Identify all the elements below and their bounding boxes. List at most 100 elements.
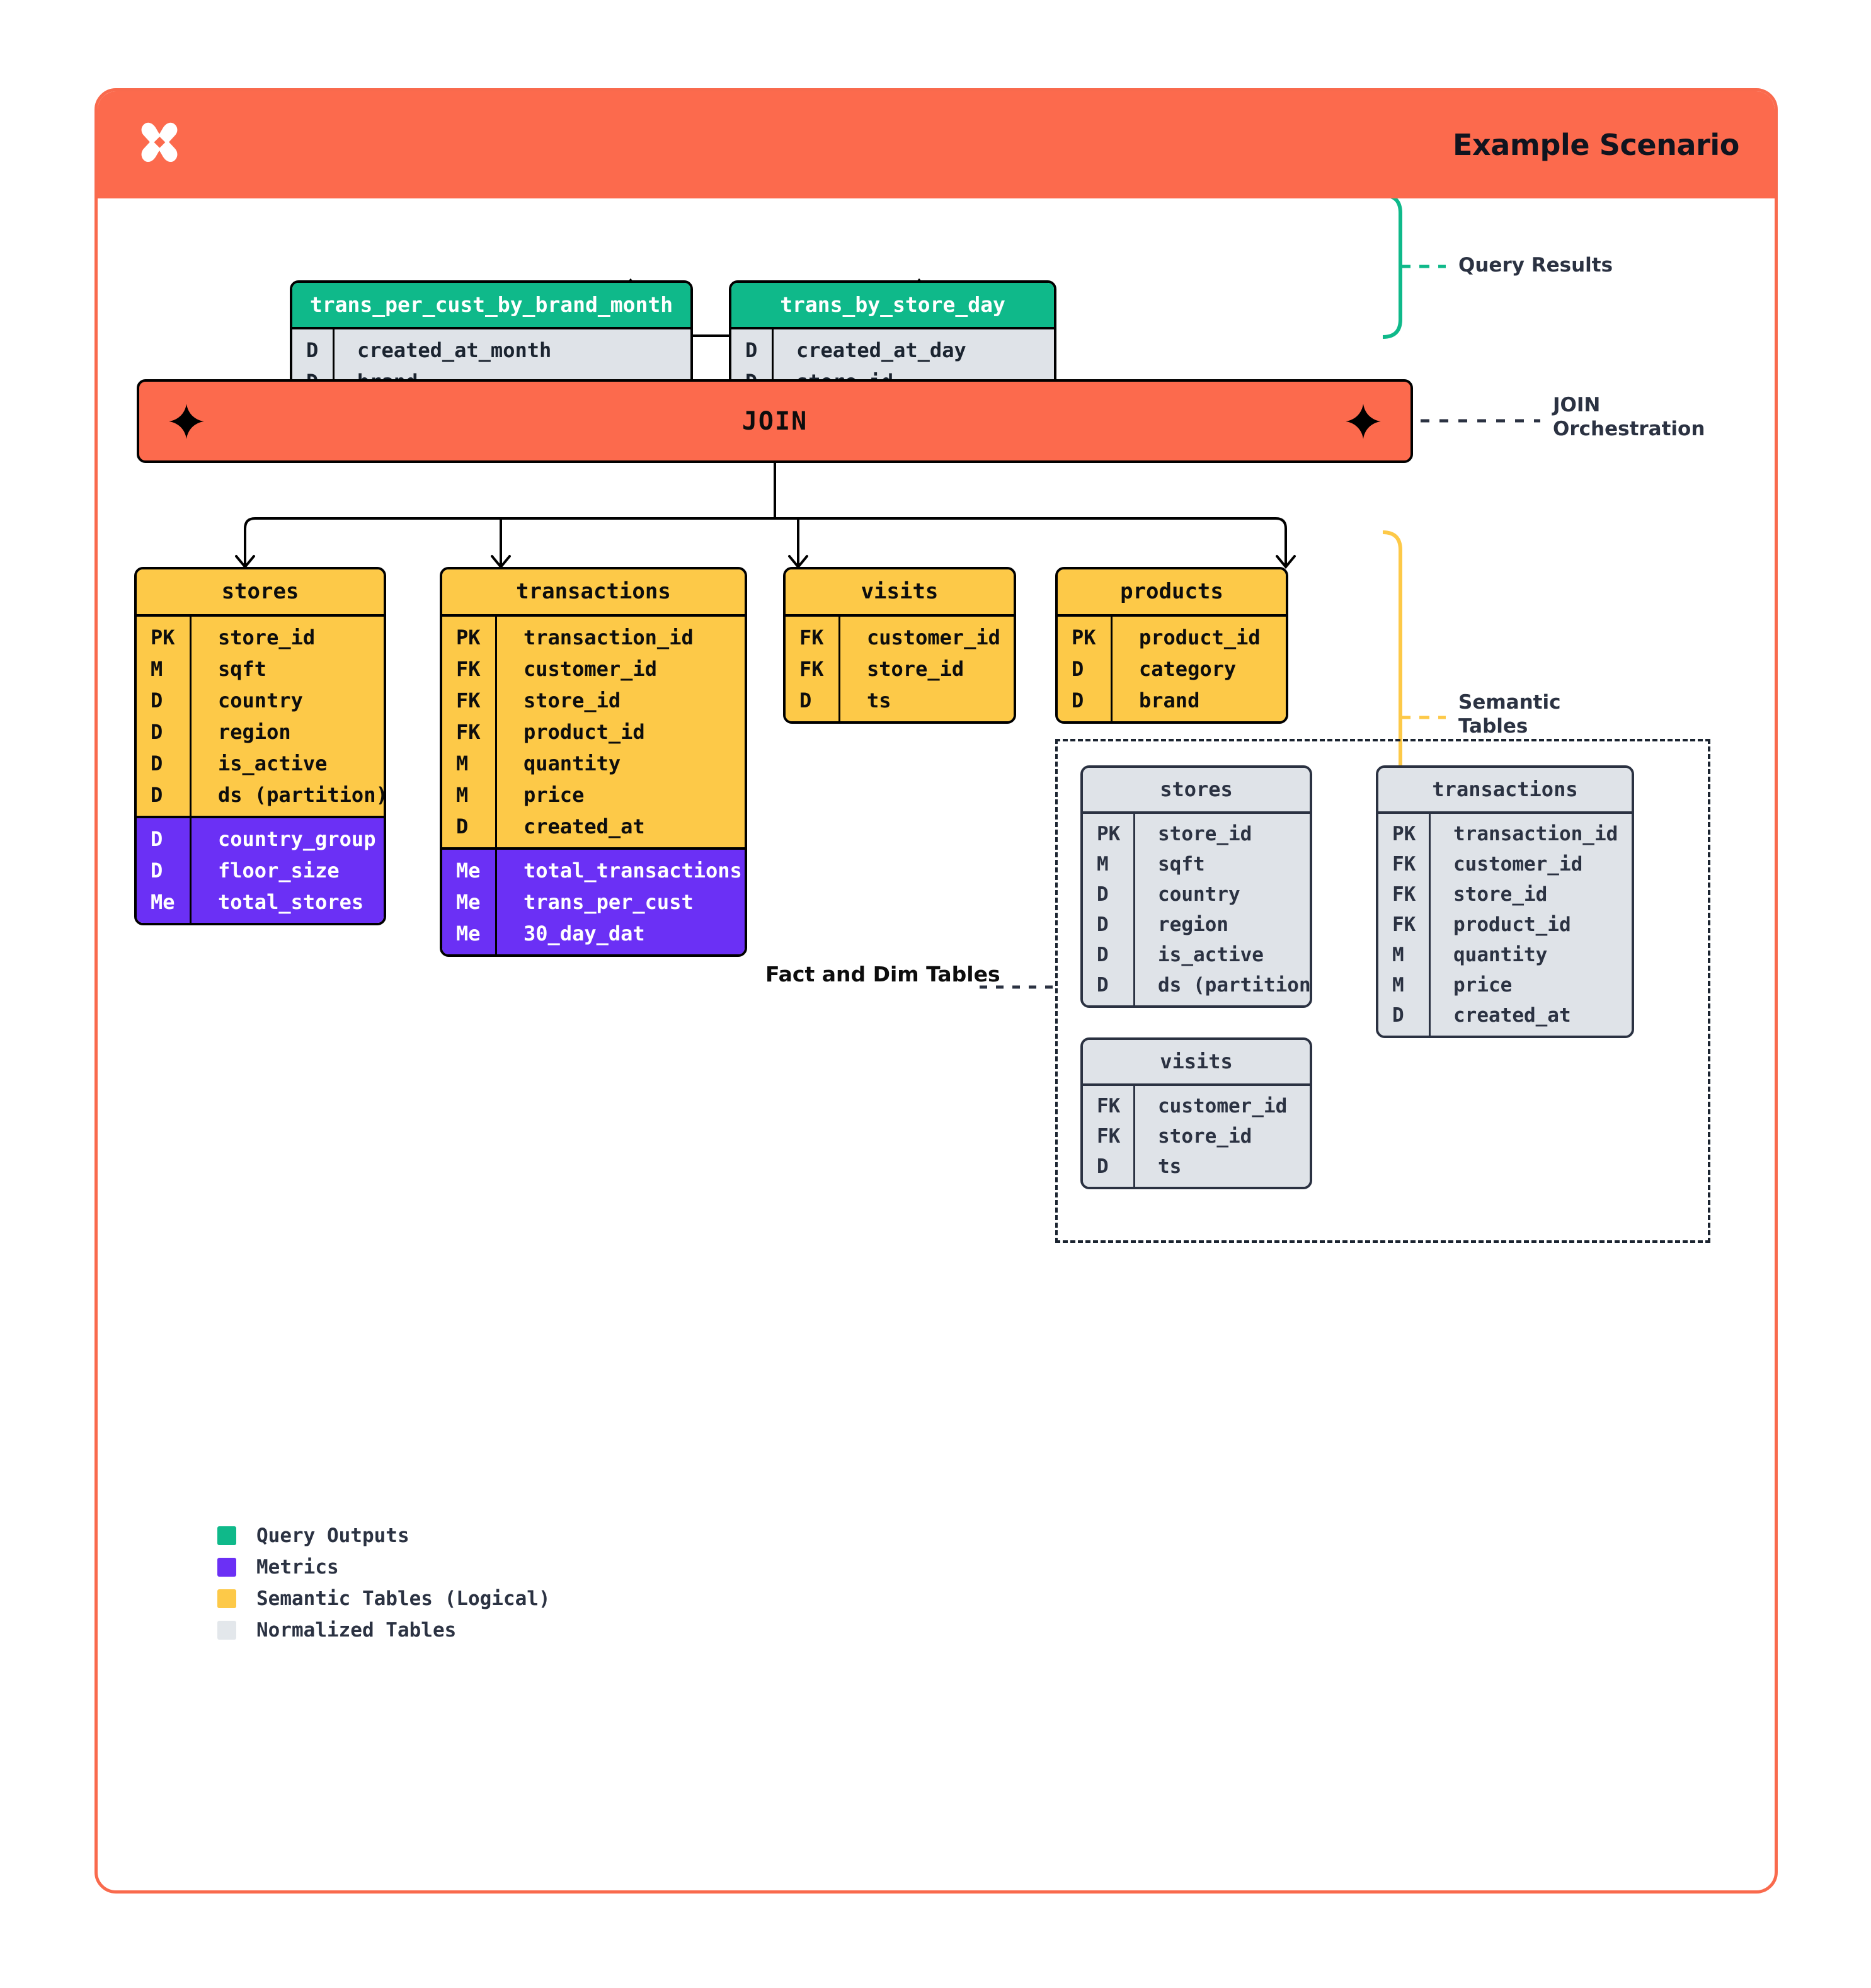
column-name: country bbox=[1158, 883, 1240, 906]
column-key: Me bbox=[442, 850, 497, 886]
column-name: product_id bbox=[1453, 913, 1571, 936]
annotation-join-orchestration-line2: Orchestration bbox=[1553, 417, 1705, 440]
column-name: country_group bbox=[218, 827, 376, 851]
column-name: quantity bbox=[1453, 944, 1548, 966]
diagram-card: Example Scenario bbox=[94, 88, 1778, 1894]
join-label: JOIN bbox=[741, 406, 808, 436]
column-name: 30_day_dat bbox=[524, 922, 645, 945]
annotation-fact-and-dim-tables: Fact and Dim Tables bbox=[765, 962, 1000, 986]
column-key: D bbox=[1083, 970, 1135, 1005]
column-key: D bbox=[786, 685, 840, 721]
column-key: FK bbox=[1378, 910, 1431, 940]
column-name: store_id bbox=[1158, 823, 1252, 845]
column-key: D bbox=[1083, 879, 1135, 910]
table-row: FK customer_id bbox=[1378, 849, 1632, 879]
column-name: customer_id bbox=[1453, 853, 1583, 876]
column-name: total_transactions bbox=[524, 859, 742, 883]
column-key: PK bbox=[137, 617, 192, 653]
column-name: customer_id bbox=[1158, 1095, 1288, 1117]
column-name: store_id bbox=[867, 657, 964, 681]
column-name: created_at_day bbox=[796, 338, 966, 362]
table-row: FK product_id bbox=[1378, 910, 1632, 940]
column-name: region bbox=[1158, 913, 1228, 936]
column-key: D bbox=[137, 855, 192, 886]
sparkle-icon bbox=[168, 403, 205, 440]
annotation-join-orchestration: JOIN Orchestration bbox=[1553, 394, 1705, 442]
column-key: D bbox=[1083, 1151, 1135, 1187]
column-key: FK bbox=[786, 617, 840, 653]
column-name: customer_id bbox=[524, 657, 657, 681]
column-key: M bbox=[1378, 940, 1431, 970]
column-name: is_active bbox=[218, 751, 328, 775]
join-orchestration-bar[interactable]: JOIN bbox=[137, 379, 1413, 463]
table-title: trans_by_store_day bbox=[731, 283, 1054, 327]
legend-swatch-normalized-tables bbox=[217, 1621, 236, 1640]
column-key: PK bbox=[1058, 617, 1113, 653]
legend-swatch-semantic-tables bbox=[217, 1589, 236, 1608]
legend-item-semantic-tables: Semantic Tables (Logical) bbox=[217, 1587, 551, 1610]
column-name: ds (partition) bbox=[218, 783, 386, 807]
column-key: M bbox=[137, 653, 192, 685]
column-name: transaction_id bbox=[524, 626, 694, 649]
column-name: price bbox=[1453, 974, 1513, 997]
column-key: FK bbox=[1378, 849, 1431, 879]
column-key: Me bbox=[442, 886, 497, 918]
column-name: product_id bbox=[524, 720, 645, 744]
table-row: D created_at_day bbox=[731, 329, 1054, 366]
column-key: D bbox=[137, 779, 192, 816]
table-title: stores bbox=[137, 569, 384, 614]
table-row: Me total_transactions bbox=[442, 850, 745, 886]
column-name: brand bbox=[1139, 688, 1200, 712]
column-key: D bbox=[137, 748, 192, 779]
column-key: D bbox=[137, 716, 192, 748]
column-key: PK bbox=[442, 617, 497, 653]
legend-label: Query Outputs bbox=[256, 1524, 409, 1547]
column-name: sqft bbox=[218, 657, 267, 681]
column-key: M bbox=[442, 748, 497, 779]
table-title: transactions bbox=[442, 569, 745, 614]
column-name: floor_size bbox=[218, 859, 340, 883]
column-name: created_at bbox=[1453, 1004, 1571, 1027]
table-row: PK transaction_id bbox=[1378, 814, 1632, 849]
column-key: Me bbox=[137, 886, 192, 923]
column-key: FK bbox=[442, 685, 497, 716]
column-key: PK bbox=[1378, 814, 1431, 849]
column-name: transaction_id bbox=[1453, 823, 1618, 845]
annotation-query-results: Query Results bbox=[1458, 254, 1613, 277]
column-key: D bbox=[731, 329, 774, 366]
column-name: region bbox=[218, 720, 291, 744]
